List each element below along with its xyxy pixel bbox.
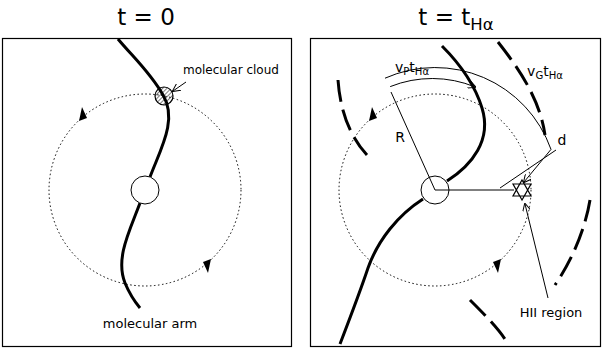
old-arm bbox=[470, 300, 508, 344]
text-run: v bbox=[527, 63, 535, 79]
gas-speed-label: vGtHα bbox=[526, 64, 564, 79]
molecular-arm bbox=[442, 46, 485, 181]
orbit-circle bbox=[339, 94, 531, 286]
panel-title: t = 0 bbox=[116, 5, 176, 30]
orbit-arrow bbox=[493, 259, 501, 273]
molecular-arm bbox=[340, 199, 423, 344]
subscript: Hα bbox=[470, 15, 493, 34]
text-run: v bbox=[395, 59, 403, 75]
old-arm bbox=[498, 42, 545, 135]
pattern-arc bbox=[390, 79, 475, 87]
hii-star bbox=[513, 180, 531, 200]
cloud-label: molecular cloud bbox=[182, 64, 280, 77]
text-run: t bbox=[409, 59, 415, 75]
text-run: t bbox=[543, 63, 549, 79]
pattern-speed-label: vPtHα bbox=[394, 60, 430, 75]
subscript: Hα bbox=[415, 66, 429, 77]
arm-label: molecular arm bbox=[102, 317, 198, 331]
text-run: t = t bbox=[418, 4, 470, 30]
distance-label: d bbox=[557, 133, 568, 148]
old-arm bbox=[338, 80, 372, 160]
old-arm bbox=[555, 200, 590, 285]
radius-label: R bbox=[394, 130, 406, 145]
subscript: P bbox=[403, 66, 409, 77]
text-run: HII region bbox=[520, 305, 583, 320]
distance-line bbox=[435, 190, 514, 191]
panel-frame bbox=[3, 39, 292, 347]
leader-line bbox=[173, 82, 186, 91]
region-label: HII region bbox=[519, 306, 584, 320]
text-run: molecular cloud bbox=[183, 63, 279, 77]
gas-arc bbox=[385, 68, 551, 182]
text-run: R bbox=[395, 129, 405, 145]
text-run: t = 0 bbox=[117, 4, 175, 30]
orbit-arrow bbox=[369, 107, 377, 121]
subscript: G bbox=[535, 70, 543, 81]
galactic-center bbox=[131, 176, 159, 204]
molecular-arm bbox=[118, 39, 169, 177]
subscript: Hα bbox=[549, 70, 563, 81]
leader-line bbox=[525, 204, 548, 298]
text-run: d bbox=[558, 132, 567, 148]
radius-line bbox=[391, 92, 435, 190]
panel-frame bbox=[311, 39, 601, 347]
molecular-arm bbox=[122, 203, 140, 308]
orbit-arrow bbox=[79, 107, 87, 121]
panel-title: t = tHα bbox=[417, 5, 494, 30]
orbit-circle bbox=[49, 94, 241, 286]
text-run: molecular arm bbox=[103, 316, 197, 331]
leader-line bbox=[500, 150, 556, 188]
orbit-arrow bbox=[203, 259, 211, 273]
molecular-cloud-symbol bbox=[155, 87, 173, 105]
